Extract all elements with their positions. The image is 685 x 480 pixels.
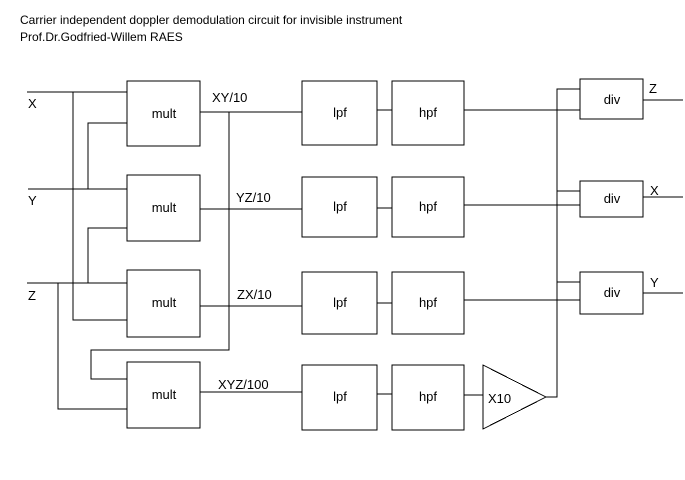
- input-label-y: Y: [28, 193, 37, 208]
- amplifier-triangle-icon: [482, 364, 548, 430]
- wire-z-branch-to-mult2: [87, 227, 127, 283]
- lpf3-box: [301, 271, 378, 335]
- output-label-z: Z: [649, 81, 657, 96]
- wire-z-branch-to-mult4: [57, 283, 127, 410]
- div2-box: [579, 180, 644, 218]
- wire-y-branch-to-mult1: [87, 122, 127, 189]
- input-label-z: Z: [28, 288, 36, 303]
- hpf4-label: hpf: [419, 389, 437, 404]
- hpf1-label: hpf: [419, 105, 437, 120]
- div1-label: div: [604, 92, 621, 107]
- mult2-block: mult: [126, 174, 201, 242]
- lpf2-block: lpf: [301, 176, 378, 238]
- input-label-x: X: [28, 96, 37, 111]
- hpf3-label: hpf: [419, 295, 437, 310]
- hpf1-box: [391, 80, 465, 146]
- wire-x-branch-to-mult3: [72, 92, 127, 321]
- lpf4-box: [301, 364, 378, 431]
- hpf1-block: hpf: [391, 80, 465, 146]
- hpf3-block: hpf: [391, 271, 465, 335]
- div1-block: div: [579, 78, 644, 120]
- mult4-label: mult: [152, 387, 177, 402]
- lpf2-label: lpf: [333, 199, 347, 214]
- hpf2-block: hpf: [391, 176, 465, 238]
- wire-xy-branch-to-mult4: [90, 112, 230, 380]
- hpf4-box: [391, 364, 465, 431]
- output-label-y: Y: [650, 275, 659, 290]
- x10-amplifier: X10: [482, 364, 548, 430]
- mult4-box: [126, 361, 201, 429]
- div3-box: [579, 271, 644, 315]
- output-label-x: X: [650, 183, 659, 198]
- mult3-box: [126, 269, 201, 338]
- div3-label: div: [604, 285, 621, 300]
- lpf1-box: [301, 80, 378, 146]
- lpf1-block: lpf: [301, 80, 378, 146]
- div2-label: div: [604, 191, 621, 206]
- lpf3-block: lpf: [301, 271, 378, 335]
- mult1-box: [126, 80, 201, 147]
- mult1-label: mult: [152, 106, 177, 121]
- mult3-block: mult: [126, 269, 201, 338]
- mult1-block: mult: [126, 80, 201, 147]
- div2-block: div: [579, 180, 644, 218]
- lpf3-label: lpf: [333, 295, 347, 310]
- signal-label-xy10: XY/10: [212, 90, 247, 105]
- div3-block: div: [579, 271, 644, 315]
- lpf4-block: lpf: [301, 364, 378, 431]
- hpf2-label: hpf: [419, 199, 437, 214]
- mult4-block: mult: [126, 361, 201, 429]
- signal-label-xyz100: XYZ/100: [218, 377, 269, 392]
- diagram-author: Prof.Dr.Godfried-Willem RAES: [20, 30, 183, 44]
- lpf4-label: lpf: [333, 389, 347, 404]
- hpf3-box: [391, 271, 465, 335]
- diagram-title: Carrier independent doppler demodulation…: [20, 13, 403, 27]
- lpf1-label: lpf: [333, 105, 347, 120]
- mult2-box: [126, 174, 201, 242]
- signal-label-yz10: YZ/10: [236, 190, 271, 205]
- lpf2-box: [301, 176, 378, 238]
- hpf4-block: hpf: [391, 364, 465, 431]
- wire-amplifier-bus-to-div1: [546, 88, 580, 398]
- mult2-label: mult: [152, 200, 177, 215]
- mult3-label: mult: [152, 295, 177, 310]
- hpf2-box: [391, 176, 465, 238]
- x10-amplifier-label: X10: [488, 391, 511, 406]
- signal-label-zx10: ZX/10: [237, 287, 272, 302]
- div1-box: [579, 78, 644, 120]
